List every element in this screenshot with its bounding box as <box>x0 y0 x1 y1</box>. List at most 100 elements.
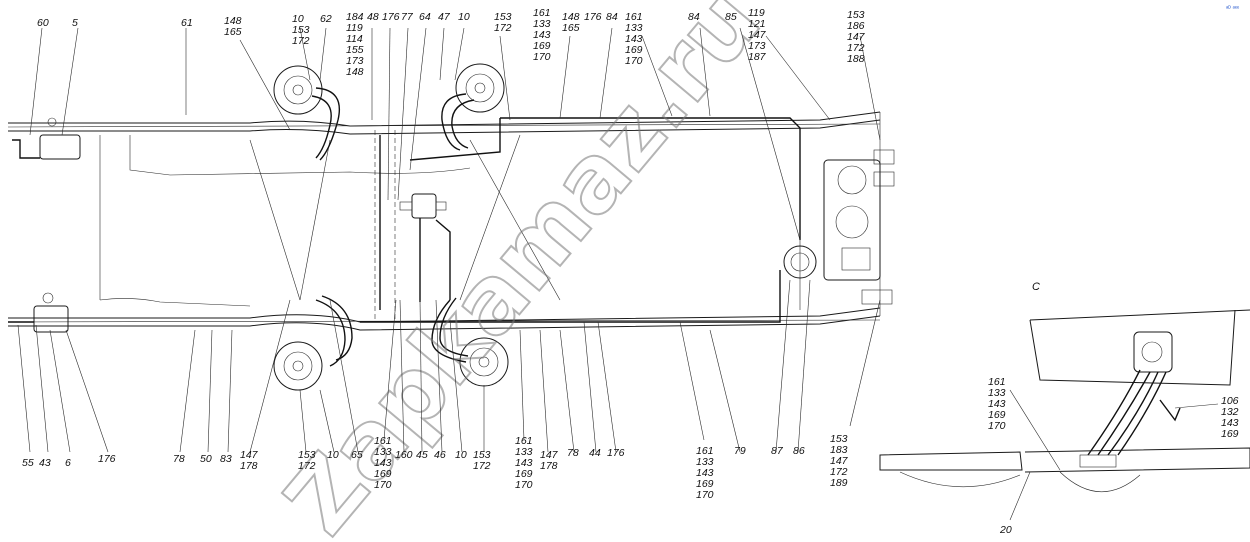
corner-mark: ᵃᴰ ᵃᵉᵉ <box>1226 5 1240 12</box>
callout-b153c-line-0: 153 <box>830 433 848 445</box>
callout-b46-line-0: 46 <box>434 449 446 461</box>
callout-b153c-line-3: 172 <box>830 466 848 478</box>
callout-b83-line-0: 83 <box>220 453 232 465</box>
callout-d161-line-1: 133 <box>988 387 1006 399</box>
callout-t119-line-3: 173 <box>748 40 766 52</box>
callout-t184-line-1: 119 <box>346 22 363 34</box>
callout-t77-line-0: 77 <box>401 11 414 23</box>
callout-t61-line-0: 61 <box>181 17 193 29</box>
callout-b161c-line-3: 169 <box>696 478 714 490</box>
callout-t153a-line-0: 153 <box>494 11 512 23</box>
callout-b79-line-0: 79 <box>734 445 746 457</box>
callout-b147b-line-0: 147 <box>540 449 559 461</box>
callout-t161a-line-2: 143 <box>533 29 551 41</box>
callout-t153b-line-0: 153 <box>847 9 865 21</box>
callout-b161c-line-4: 170 <box>696 489 714 501</box>
relay-valve-center <box>399 193 447 219</box>
callout-d161-line-0: 161 <box>988 376 1006 388</box>
brake-chamber-front-right <box>273 341 323 391</box>
callout-t148b-line-0: 148 <box>562 11 580 23</box>
callout-b10b-line-0: 10 <box>455 449 467 461</box>
callout-b161a-line-2: 143 <box>374 457 392 469</box>
callout-d106-line-3: 169 <box>1221 428 1239 440</box>
callout-t119-line-1: 121 <box>748 18 766 30</box>
callout-t60-line-0: 60 <box>37 17 49 29</box>
callout-b161a-line-1: 133 <box>374 446 392 458</box>
callout-t10b-line-0: 10 <box>458 11 470 23</box>
callout-b50-line-0: 50 <box>200 453 212 465</box>
callout-b44-line-0: 44 <box>589 447 601 459</box>
brake-hoses <box>311 87 475 367</box>
callout-t153b-line-3: 172 <box>847 42 865 54</box>
callout-t84a-line-0: 84 <box>606 11 618 23</box>
callout-t161b-line-3: 169 <box>625 44 643 56</box>
callout-t184-line-4: 173 <box>346 55 364 67</box>
spring-brake-chamber-rear <box>783 245 817 279</box>
callout-b45-line-0: 45 <box>416 449 428 461</box>
callout-d161-line-2: 143 <box>988 398 1006 410</box>
callout-t153b-line-2: 147 <box>847 31 866 43</box>
callout-t148a-line-0: 148 <box>224 15 242 27</box>
callout-b147a-line-0: 147 <box>240 449 259 461</box>
callout-d20-line-0: 20 <box>999 524 1012 536</box>
leader-lines <box>17 27 1219 521</box>
callout-t85-line-0: 85 <box>725 11 737 23</box>
callout-t5-line-0: 5 <box>72 17 78 29</box>
callout-t161b-line-4: 170 <box>625 55 643 67</box>
callout-d106-line-2: 143 <box>1221 417 1239 429</box>
callout-b153b-line-1: 172 <box>473 460 491 472</box>
callout-b153c-line-4: 189 <box>830 477 848 489</box>
callout-b161c-line-1: 133 <box>696 456 714 468</box>
callout-b153c-line-2: 147 <box>830 455 849 467</box>
callout-t119-line-2: 147 <box>748 29 767 41</box>
callout-b147b-line-1: 178 <box>540 460 558 472</box>
callout-t184-line-3: 155 <box>346 44 364 56</box>
callout-b161a-line-4: 170 <box>374 479 392 491</box>
callout-b87-line-0: 87 <box>771 445 784 457</box>
callout-t161a-line-4: 170 <box>533 51 551 63</box>
callout-b161b-line-1: 133 <box>515 446 533 458</box>
callout-d161-line-4: 170 <box>988 420 1006 432</box>
callout-t153b-line-4: 188 <box>847 53 865 65</box>
callout-b161b-line-3: 169 <box>515 468 533 480</box>
callout-t161a-line-0: 161 <box>533 7 551 19</box>
callout-b161b-line-4: 170 <box>515 479 533 491</box>
callout-b153a-line-0: 153 <box>298 449 316 461</box>
valves-rear-right <box>861 149 895 305</box>
callout-t148b-line-1: 165 <box>562 22 580 34</box>
callout-b78a-line-0: 78 <box>173 453 185 465</box>
callout-t184-line-2: 114 <box>346 33 363 45</box>
callout-b78b-line-0: 78 <box>567 447 579 459</box>
callout-b161c-line-2: 143 <box>696 467 714 479</box>
callout-b10a-line-0: 10 <box>327 449 339 461</box>
valve-front-left <box>12 117 81 160</box>
callout-t161b-line-0: 161 <box>625 11 643 23</box>
callout-b153a-line-1: 172 <box>298 460 316 472</box>
callout-t119-line-4: 187 <box>748 51 767 63</box>
callout-t47-line-0: 47 <box>438 11 451 23</box>
brake-lines-main <box>360 117 801 323</box>
callout-t10a-line-0: 10 <box>292 13 304 25</box>
callout-t64-line-0: 64 <box>419 11 431 23</box>
callout-b86-line-0: 86 <box>793 445 805 457</box>
callout-t184-line-5: 148 <box>346 66 364 78</box>
frame-lower-rail <box>7 298 881 331</box>
brake-chamber-rear-left <box>455 63 505 113</box>
callout-t84b-line-0: 84 <box>688 11 700 23</box>
rear-axle-housing <box>823 159 881 281</box>
callout-t176b-line-0: 176 <box>584 11 602 23</box>
callout-t119-line-0: 119 <box>748 7 765 19</box>
callout-b147a-line-1: 178 <box>240 460 258 472</box>
callout-b153c-line-1: 183 <box>830 444 848 456</box>
callout-b161a-line-0: 161 <box>374 435 392 447</box>
callout-b6-line-0: 6 <box>65 457 71 469</box>
callout-b161a-line-3: 169 <box>374 468 392 480</box>
callout-t153b-line-1: 186 <box>847 20 865 32</box>
callout-b43-line-0: 43 <box>39 457 51 469</box>
callout-b161c-line-0: 161 <box>696 445 714 457</box>
valve-front-right <box>8 292 69 333</box>
